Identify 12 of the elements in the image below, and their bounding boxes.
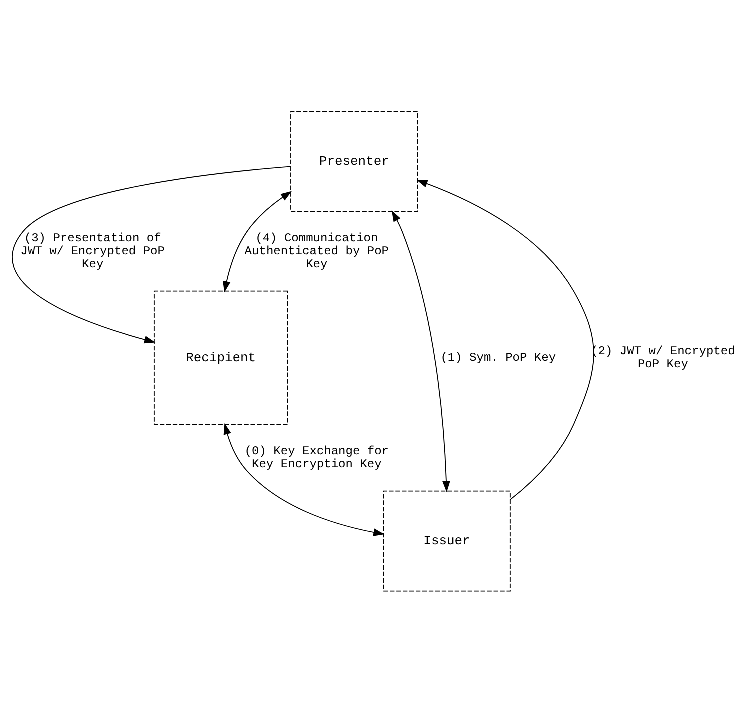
node-box: Recipient <box>154 290 288 425</box>
node-box: Issuer <box>383 490 511 592</box>
node-box: Presenter <box>290 110 418 212</box>
edge-label: (4) Communication Authenticated by PoP Key <box>244 231 390 272</box>
edge-label: (0) Key Exchange for Key Encryption Key <box>244 444 390 472</box>
edge-label: (1) Sym. PoP Key <box>440 350 556 365</box>
arrow <box>223 190 292 292</box>
arrow <box>392 210 450 492</box>
arrow <box>224 423 385 536</box>
arrow <box>12 166 292 344</box>
arrow <box>416 180 594 500</box>
edge-label: (3) Presentation of JWT w/ Encrypted PoP Key <box>20 231 165 272</box>
